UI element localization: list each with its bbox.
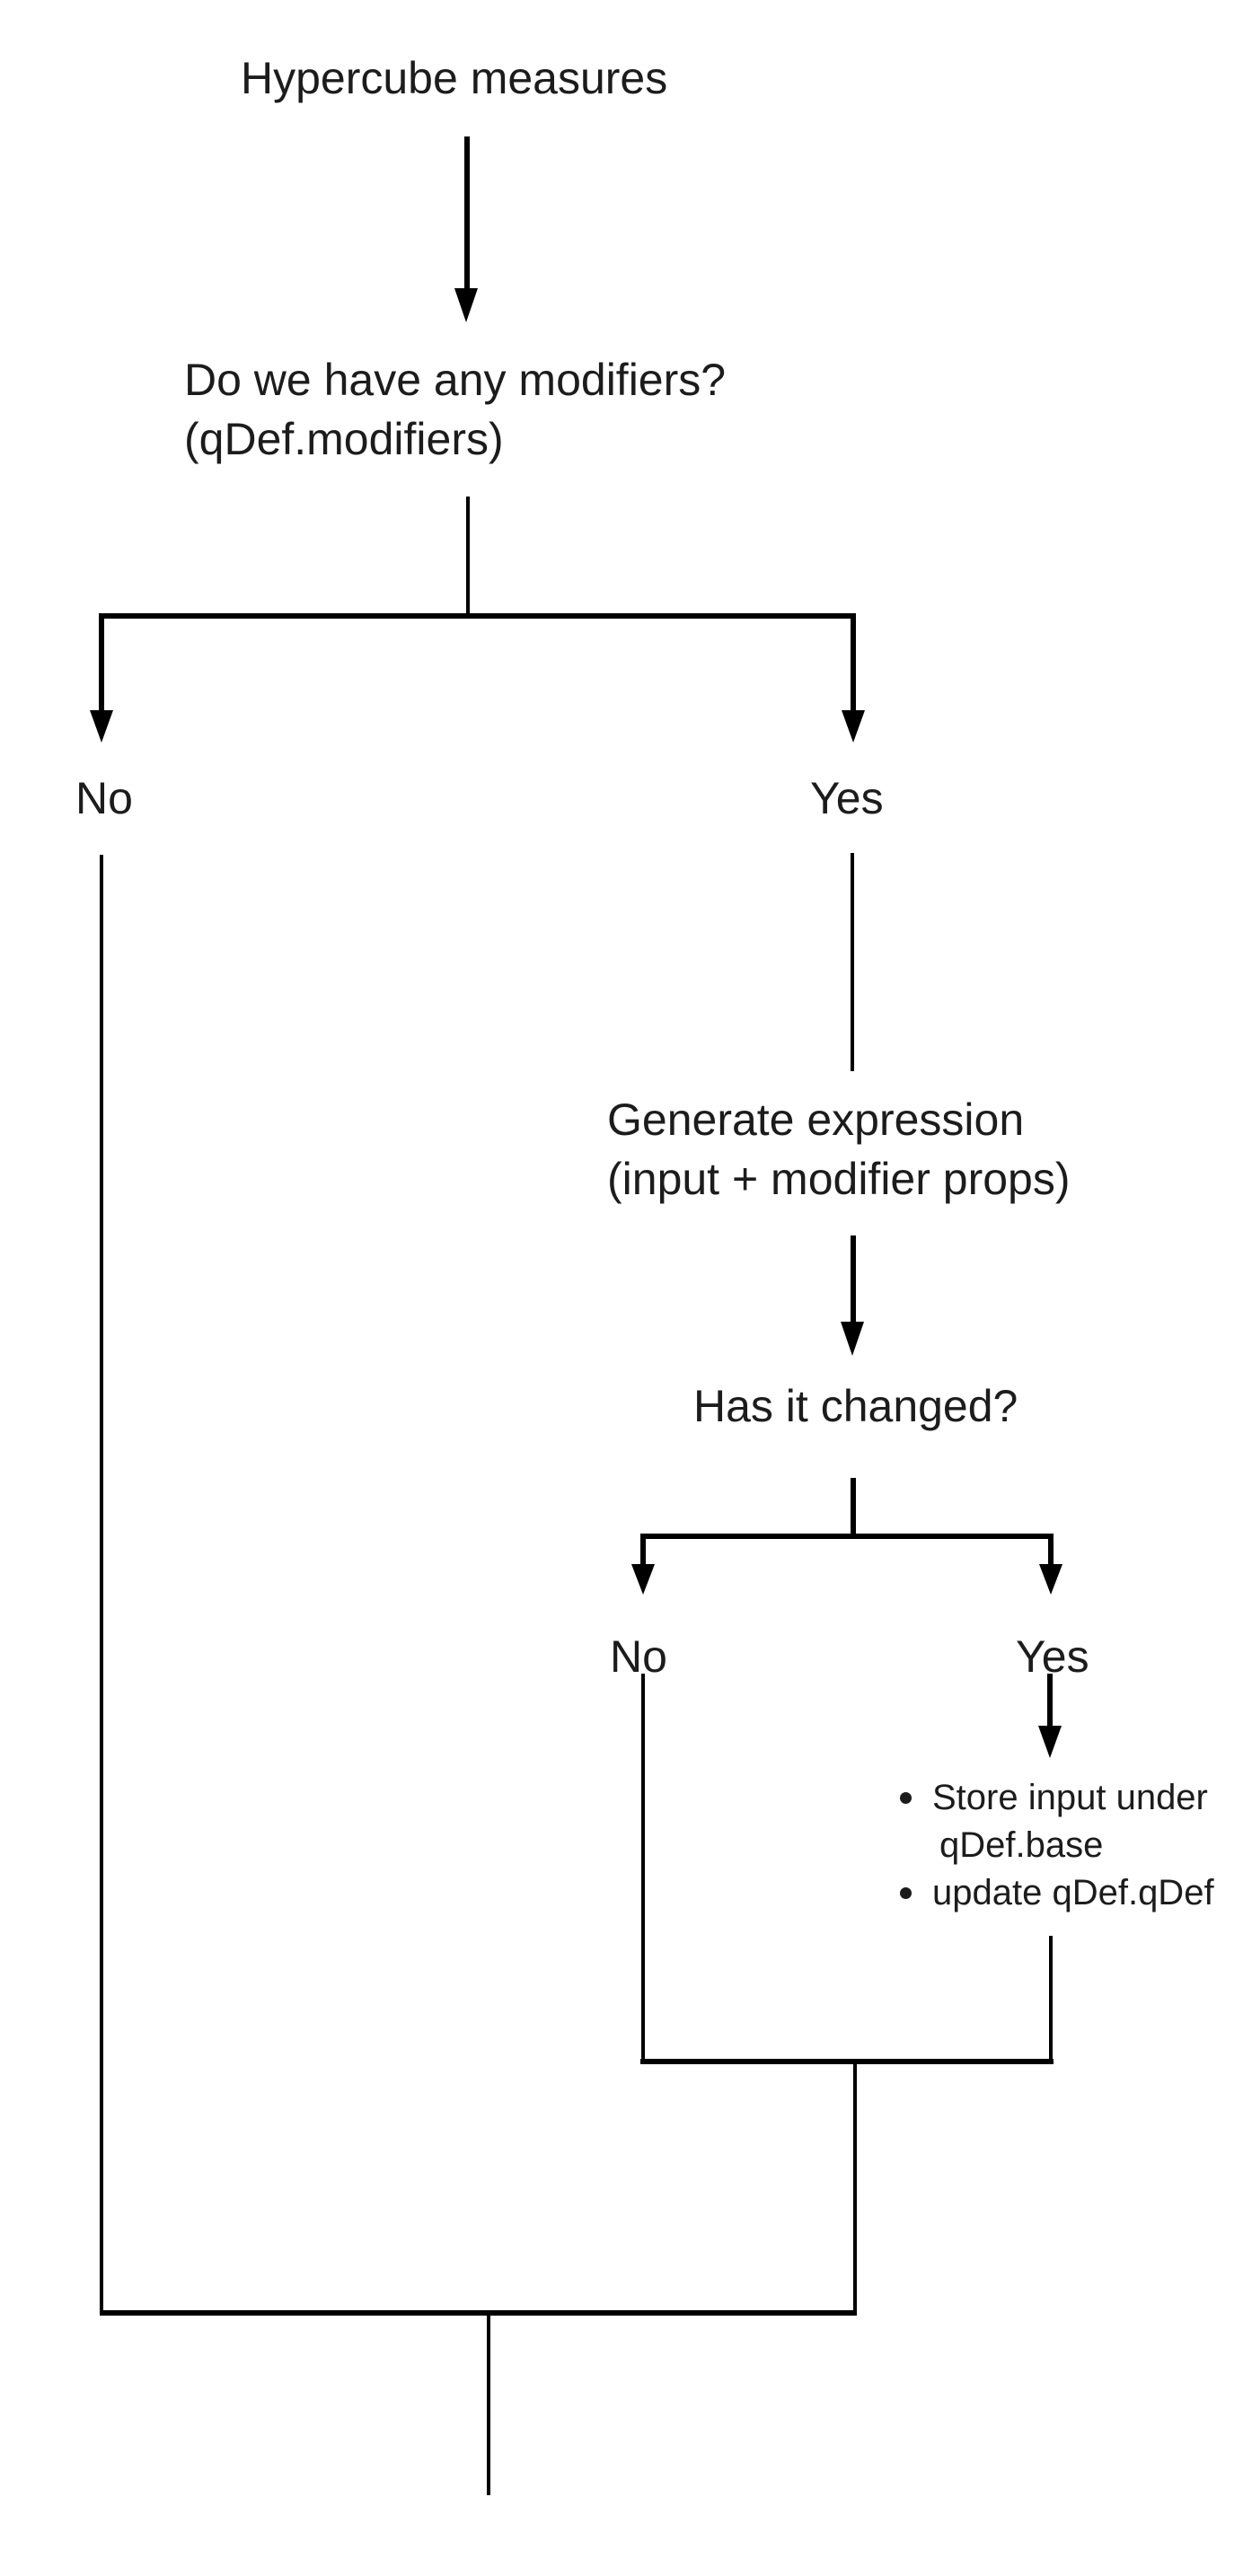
process1-line1: Generate expression bbox=[607, 1095, 1025, 1145]
arrowhead-branch2-yes bbox=[1039, 1564, 1062, 1595]
connector-decision2-stem bbox=[851, 1478, 856, 1539]
branch2-no-label: No bbox=[610, 1631, 667, 1682]
branch2-no-arrow-shaft bbox=[640, 1534, 646, 1566]
connector-no2-to-merge2 bbox=[641, 1674, 645, 2062]
action-item-update: update qDef.qDef bbox=[898, 1869, 1214, 1917]
connector-actions-to-merge2 bbox=[1049, 1936, 1053, 2062]
arrowhead-branch2-no bbox=[631, 1564, 655, 1595]
connector-decision1-stem bbox=[466, 497, 470, 619]
arrowhead-branch1-no bbox=[90, 710, 113, 743]
connector-start-to-decision1 bbox=[464, 136, 470, 291]
arrowhead-actions bbox=[1038, 1726, 1062, 1758]
branch1-bar bbox=[100, 613, 856, 619]
connector-merge2-to-merge1 bbox=[853, 2062, 857, 2316]
action-item-store-line2: qDef.base bbox=[939, 1825, 1104, 1865]
branch2-yes-label: Yes bbox=[1016, 1631, 1089, 1682]
connector-no1-to-merge bbox=[100, 855, 103, 2314]
process1-label: Generate expression (input + modifier pr… bbox=[607, 1090, 1071, 1209]
branch1-no-label: No bbox=[75, 773, 133, 823]
connector-process1-to-decision2 bbox=[851, 1235, 856, 1323]
arrowhead-decision2 bbox=[841, 1322, 864, 1356]
connector-yes2-arrow-shaft bbox=[1047, 1674, 1053, 1729]
arrowhead-branch1-yes bbox=[842, 710, 865, 743]
branch1-yes-label: Yes bbox=[810, 773, 884, 823]
decision1-line2: (qDef.modifiers) bbox=[184, 414, 504, 464]
action-item-update-line1: update qDef.qDef bbox=[932, 1873, 1214, 1912]
merge2-bar bbox=[640, 2059, 1054, 2064]
start-node-label: Hypercube measures bbox=[241, 53, 668, 103]
decision2-label: Has it changed? bbox=[693, 1381, 1018, 1431]
decision1-line1: Do we have any modifiers? bbox=[184, 355, 727, 405]
action-item-store: Store input under qDef.base bbox=[898, 1774, 1214, 1869]
branch1-yes-arrow-shaft bbox=[851, 613, 856, 712]
connector-yes1-to-process1 bbox=[851, 853, 854, 1071]
branch2-yes-arrow-shaft bbox=[1048, 1534, 1054, 1566]
merge1-bar bbox=[100, 2310, 857, 2316]
branch2-bar bbox=[640, 1534, 1054, 1539]
process1-line2: (input + modifier props) bbox=[607, 1154, 1071, 1204]
action-list: Store input under qDef.base update qDef.… bbox=[898, 1774, 1214, 1917]
decision1-label: Do we have any modifiers? (qDef.modifier… bbox=[184, 350, 726, 469]
action-item-store-line1: Store input under bbox=[932, 1778, 1208, 1817]
branch1-no-arrow-shaft bbox=[99, 613, 104, 712]
arrowhead-decision1 bbox=[454, 288, 478, 322]
connector-final-exit bbox=[487, 2314, 490, 2495]
